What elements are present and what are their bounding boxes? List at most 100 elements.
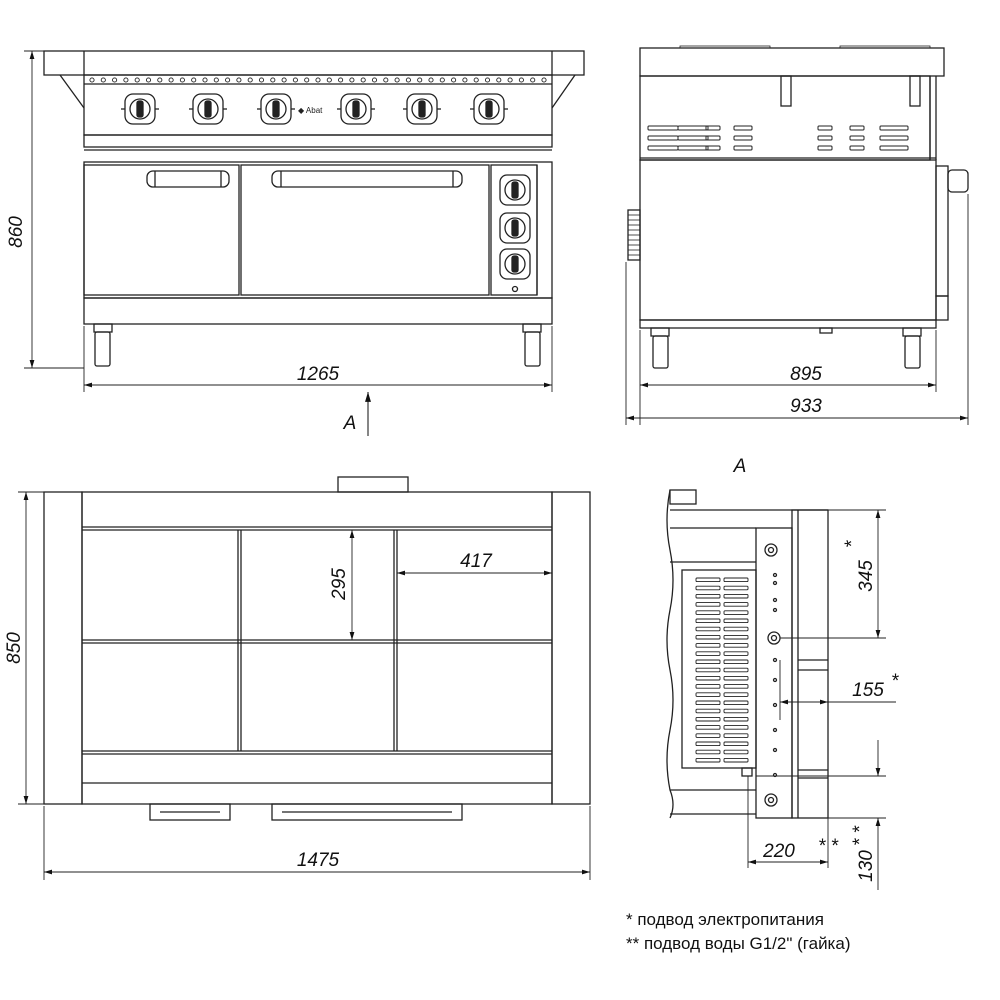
dim-detail-offset xyxy=(779,660,896,720)
plan-top-bump xyxy=(337,476,409,493)
knob xyxy=(470,93,508,125)
vent-slot xyxy=(705,135,721,141)
dim-detail-power-label: 345 xyxy=(856,560,877,592)
large-oven-handle xyxy=(271,170,463,188)
louver-slot xyxy=(695,602,721,607)
louver-slot xyxy=(695,749,721,755)
louver-slot xyxy=(695,757,721,763)
vent-dot xyxy=(394,77,400,83)
vent-dot xyxy=(473,77,479,83)
vent-dot xyxy=(100,77,106,83)
vent-slot xyxy=(677,145,709,151)
note-power: * подвод электропитания xyxy=(626,910,824,929)
louver-slot xyxy=(723,725,749,730)
vent-slot xyxy=(817,135,833,141)
dim-side-total-depth-label: 933 xyxy=(790,396,822,417)
dim-side-total-depth xyxy=(625,194,969,425)
vent-slot xyxy=(879,135,909,141)
side-vents xyxy=(647,125,909,151)
dim-detail-water-y xyxy=(756,740,886,890)
dim-detail-water-y-mark: * * xyxy=(850,825,871,846)
louver-slot xyxy=(723,626,749,632)
detail-view-a xyxy=(666,489,896,890)
vent-dot xyxy=(326,77,332,83)
dim-detail-water-y-label: 130 xyxy=(856,850,877,882)
large-oven-door xyxy=(240,164,490,296)
brand-logo: ◆ Abat xyxy=(298,106,323,115)
vent-dot xyxy=(496,77,502,83)
louver-slot xyxy=(723,610,749,615)
side-upper-panel xyxy=(639,75,931,161)
louver-slot xyxy=(723,692,749,697)
louver-slot xyxy=(695,725,721,730)
vent-dot xyxy=(405,77,411,83)
dim-zone-height-label: 295 xyxy=(329,568,350,601)
dim-detail-water-x xyxy=(747,776,829,868)
plan-right-side xyxy=(551,491,591,805)
vent-dot xyxy=(371,77,378,83)
louver-slot xyxy=(695,700,721,706)
vent-dot xyxy=(191,77,197,83)
vent-slot xyxy=(733,135,753,141)
vent-dot xyxy=(112,77,118,83)
vent-dot xyxy=(530,77,536,83)
louver-slot xyxy=(695,716,721,722)
dim-zone-width-label: 417 xyxy=(460,551,493,572)
vent-dot xyxy=(236,77,242,83)
view-arrow-a-label: A xyxy=(343,413,357,434)
detail-louver-box xyxy=(681,569,757,769)
front-knobs xyxy=(121,93,508,125)
louver-slot xyxy=(723,716,749,722)
plan-large-handle xyxy=(271,803,463,821)
louver-slot xyxy=(723,651,749,656)
vent-slot xyxy=(647,135,679,141)
vent-slot xyxy=(817,145,833,151)
front-oven-body xyxy=(83,161,553,299)
louver-slot xyxy=(695,659,721,665)
louver-slot xyxy=(723,618,749,624)
side-worktop xyxy=(639,47,945,77)
louver-slot xyxy=(695,577,721,583)
vent-slot xyxy=(733,125,753,131)
louver-slot xyxy=(695,651,721,656)
plan-left-side xyxy=(43,491,83,805)
louver-slot xyxy=(695,741,721,747)
dim-plan-width-label: 1475 xyxy=(297,850,340,871)
front-worktop xyxy=(43,50,585,76)
louver-slot xyxy=(723,708,749,714)
vent-dot xyxy=(360,77,366,83)
knob xyxy=(403,93,441,125)
plan-view xyxy=(18,476,591,880)
louver-slot xyxy=(723,585,749,591)
oven-knobs xyxy=(499,174,531,293)
vent-dot xyxy=(258,77,265,83)
front-vent-dots xyxy=(89,77,547,83)
vent-dot xyxy=(247,77,253,83)
side-lower-body xyxy=(639,159,937,321)
vent-slot xyxy=(879,145,909,151)
oven-knob xyxy=(499,248,531,280)
knob xyxy=(337,93,375,125)
louver-slot xyxy=(695,585,721,591)
louver-slot xyxy=(695,675,721,681)
vent-slot xyxy=(647,145,679,151)
louver-slot xyxy=(723,741,749,747)
vent-dot xyxy=(439,77,445,83)
vent-slot xyxy=(733,145,753,151)
vent-dot xyxy=(304,77,310,83)
louver-slot xyxy=(695,708,721,714)
louver-slot xyxy=(695,626,721,632)
dim-detail-water-x-mark: * * xyxy=(818,836,839,857)
front-plinth xyxy=(83,297,553,325)
vent-dot xyxy=(179,77,185,83)
louver-slot xyxy=(723,593,749,599)
dim-front-height-label: 860 xyxy=(6,216,27,248)
side-legs xyxy=(650,327,922,369)
dim-detail-offset-mark: * xyxy=(891,671,899,692)
vent-dot xyxy=(518,77,524,83)
dim-plan-depth-label: 850 xyxy=(4,632,25,664)
vent-dot xyxy=(168,77,174,83)
louver-slot xyxy=(695,618,721,624)
dim-plan-depth xyxy=(18,491,82,805)
